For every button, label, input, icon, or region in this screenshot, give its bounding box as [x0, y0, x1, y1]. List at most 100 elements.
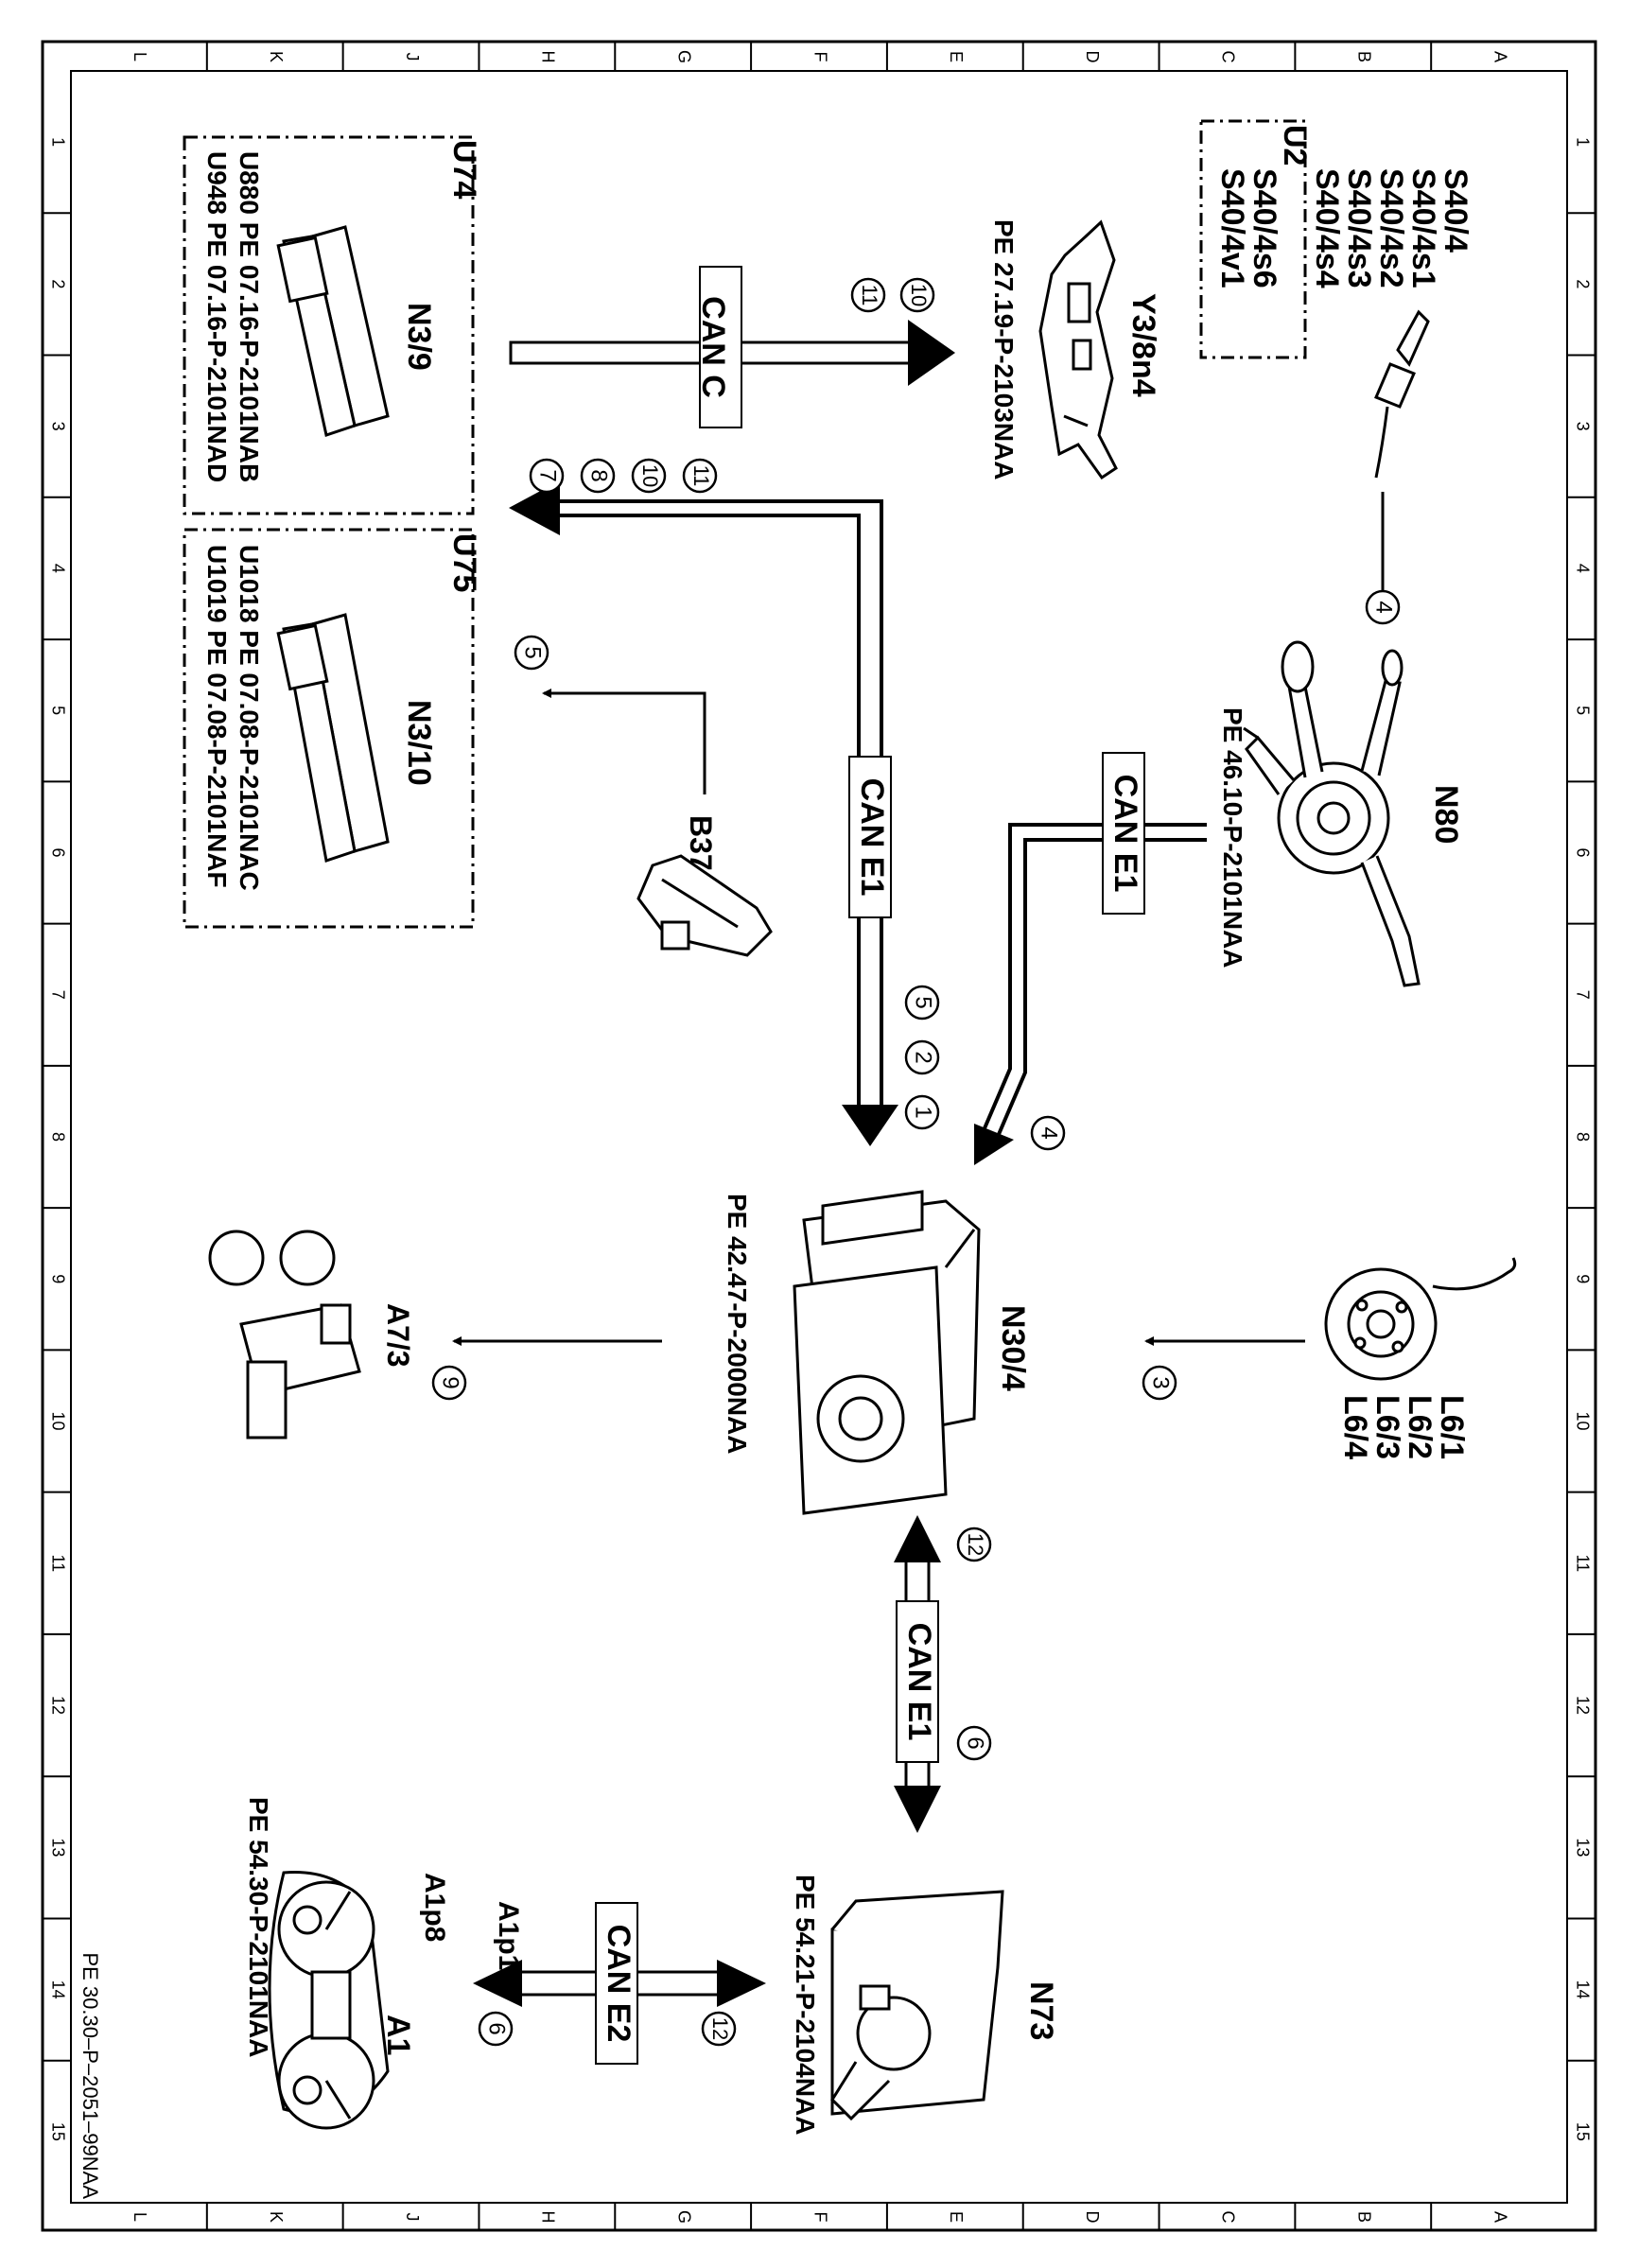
- l6-line-2: L6/2: [1402, 1395, 1438, 1459]
- bus-can-e1-main: CAN E1: [848, 756, 892, 918]
- signal-7-u-text: 7: [535, 469, 561, 481]
- row-label: 12: [1573, 1696, 1592, 1715]
- b37-label: B37: [684, 815, 718, 871]
- column-label: J: [403, 53, 422, 61]
- signal-11-y3: 11: [850, 277, 886, 313]
- bus-can-c: CAN C: [695, 266, 742, 428]
- signal-3: 3: [1142, 1365, 1177, 1401]
- signal-2-n30-text: 2: [911, 1051, 936, 1063]
- column-label: G: [674, 50, 693, 63]
- row-label: 9: [48, 1274, 67, 1283]
- row-label: 13: [1573, 1838, 1592, 1857]
- signal-1-n30-text: 1: [911, 1106, 936, 1118]
- row-label: 8: [1573, 1132, 1592, 1142]
- a1p13-label: A1p13: [493, 1901, 524, 1986]
- row-label: 14: [1573, 1980, 1592, 1999]
- n80-label: N80: [1428, 785, 1464, 844]
- switch-label-2: S40/4s1: [1405, 168, 1441, 288]
- component-a7-3: A7/3: [208, 1230, 415, 1439]
- signal-6-can-text: 6: [963, 1736, 988, 1749]
- component-n30-4: N30/4 PE 42.47-P-2000NAA: [723, 1190, 1031, 1515]
- column-label: E: [947, 2211, 966, 2223]
- u2-line-1: S40/4s6: [1247, 168, 1282, 288]
- row-label: 15: [48, 2122, 67, 2141]
- grid-ticks: [43, 42, 1595, 2230]
- signal-11-u-text: 11: [689, 465, 713, 487]
- signal-6-can: 6: [956, 1725, 992, 1761]
- u74-ref-2: U948 PE 07.16-P-2101NAD: [202, 151, 232, 482]
- column-label: K: [267, 2211, 286, 2223]
- signal-11-u: 11: [682, 458, 718, 494]
- engine-control-unit-icon: [276, 613, 390, 863]
- a1-label: A1: [380, 2015, 416, 2055]
- column-label: D: [1083, 51, 1102, 63]
- component-b37: B37: [636, 815, 773, 957]
- accelerator-pedal-sensor-icon: [636, 854, 773, 957]
- signal-11-y3-text: 11: [858, 285, 881, 306]
- bus-can-e1-main-label: CAN E1: [854, 778, 890, 897]
- row-label: 6: [48, 847, 67, 857]
- row-label: 12: [48, 1696, 67, 1715]
- y3-label: Y3/8n4: [1125, 293, 1161, 397]
- switch-label-3: S40/4s2: [1373, 168, 1409, 288]
- row-label: 3: [48, 422, 67, 431]
- row-label: 1: [48, 137, 67, 147]
- signal-8-u-text: 8: [586, 469, 612, 481]
- a7-label: A7/3: [381, 1303, 415, 1368]
- signal-12-can-text: 12: [964, 1533, 987, 1556]
- component-y3-8n4: Y3/8n4 PE 27.19-P-2103NAA: [989, 219, 1161, 480]
- row-label: 4: [1573, 564, 1592, 573]
- row-label: 4: [48, 564, 67, 573]
- bus-can-c-label: CAN C: [695, 296, 731, 398]
- l6-line-3: L6/3: [1369, 1395, 1405, 1459]
- row-label: 15: [1573, 2122, 1592, 2141]
- switch-group-s40: S40/4 S40/4s1 S40/4s2 S40/4s3 S40/4s4 U2…: [1199, 119, 1473, 479]
- u75-ref-2: U1019 PE 07.08-P-2101NAF: [202, 545, 232, 888]
- signal-7-u: 7: [529, 458, 565, 494]
- column-label: G: [674, 2210, 693, 2224]
- signal-5-b37: 5: [514, 635, 549, 671]
- row-label: 9: [1573, 1274, 1592, 1283]
- row-label: 1: [1573, 137, 1592, 147]
- bus-can-e2: CAN E2: [595, 1902, 638, 2065]
- signal-10-u: 10: [631, 458, 667, 494]
- transmission-control-plate-icon: [1038, 219, 1118, 480]
- column-label: L: [131, 2212, 149, 2222]
- row-label: 7: [1573, 990, 1592, 1000]
- row-label: 5: [48, 706, 67, 715]
- signal-numbers: 4 4 10 11 11 10 8 7 5 5 2 1 3 9 12 6 12 …: [431, 277, 1401, 2047]
- column-label: F: [811, 2212, 829, 2223]
- instrument-cluster-icon: [268, 1871, 390, 2130]
- signal-10-y3: 10: [899, 277, 935, 313]
- signal-4-bottom-text: 4: [1037, 1126, 1062, 1139]
- u74-label: U74: [446, 140, 482, 199]
- signal-5-n30-text: 5: [911, 996, 936, 1008]
- group-u75: U75 N3/10 U1018 PE 07.08-P-2101NAC U1019…: [183, 528, 482, 929]
- l6-line-4: L6/4: [1337, 1395, 1373, 1459]
- row-label: 5: [1573, 706, 1592, 715]
- engine-control-unit-icon: [276, 225, 390, 437]
- row-label: 14: [48, 1980, 67, 1999]
- signal-10-y3-text: 10: [907, 284, 931, 306]
- column-label: L: [131, 52, 149, 61]
- bus-can-e1-n73-label: CAN E1: [901, 1623, 937, 1741]
- bus-can-e2-label: CAN E2: [601, 1925, 636, 2043]
- n3-9-label: N3/9: [401, 303, 437, 371]
- signal-5-b37-text: 5: [520, 646, 546, 658]
- column-label: J: [403, 2213, 422, 2222]
- u2-line-2: S40/4v1: [1214, 168, 1250, 288]
- column-label: C: [1219, 2211, 1238, 2224]
- signal-2-n30: 2: [904, 1039, 940, 1075]
- n3-10-label: N3/10: [401, 700, 437, 786]
- n80-ref: PE 46.10-P-2101NAA: [1218, 707, 1247, 968]
- signal-9: 9: [431, 1365, 467, 1401]
- a1p8-label: A1p8: [419, 1873, 450, 1942]
- signal-4-bottom: 4: [1030, 1115, 1066, 1151]
- n73-ref: PE 54.21-P-2104NAA: [791, 1875, 820, 2135]
- signal-12-can: 12: [956, 1527, 992, 1562]
- signal-3-text: 3: [1148, 1376, 1174, 1388]
- switch-label-1: S40/4: [1438, 168, 1473, 253]
